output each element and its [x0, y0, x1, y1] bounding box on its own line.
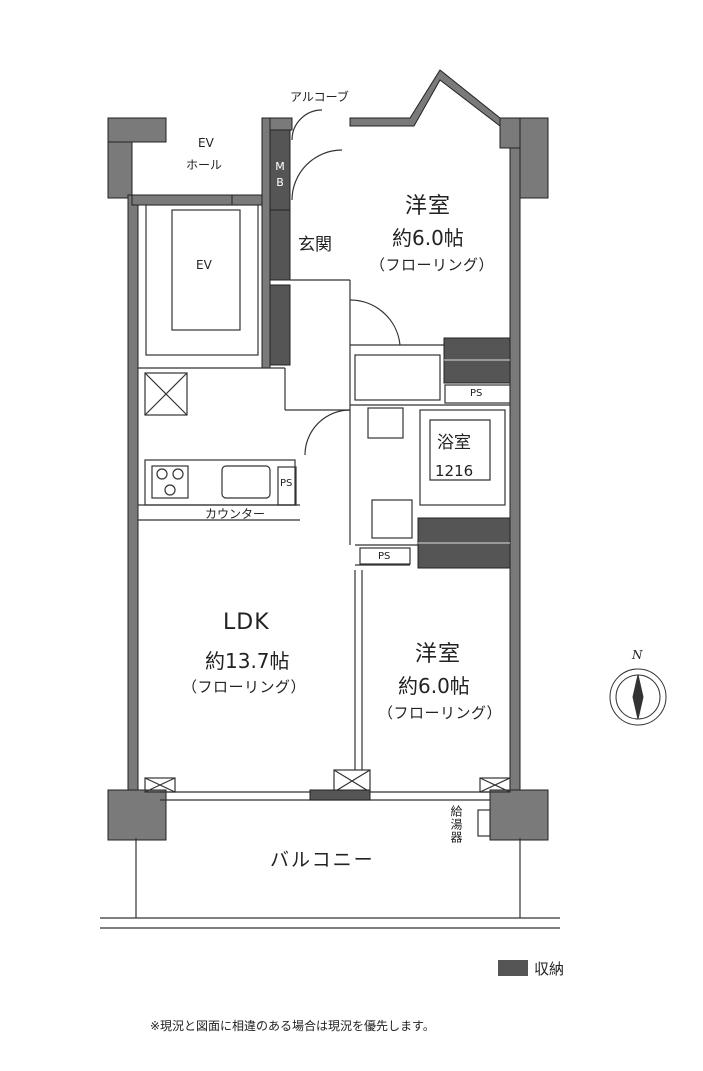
bed1-floor: （フローリング） [370, 256, 495, 274]
ps-label-1: PS [470, 388, 483, 399]
ldk-floor: （フローリング） [182, 678, 307, 696]
footnote: ※現況と図面に相違のある場合は現況を優先します。 [150, 1019, 435, 1033]
ps-label-2: PS [378, 551, 391, 562]
bath-name: 浴室 [437, 433, 471, 453]
label-ev: EV [196, 258, 212, 272]
bed2-name: 洋室 [415, 642, 462, 667]
legend-swatch [498, 960, 528, 976]
label-mb-b: B [276, 176, 284, 189]
legend-storage-label: 収納 [534, 960, 565, 978]
label-alcove: アルコーブ [290, 90, 349, 104]
label-balcony: バルコニー [270, 849, 375, 871]
compass-n: N [632, 648, 643, 662]
bed2-floor: （フローリング） [378, 704, 503, 722]
label-mb-m: M [275, 160, 285, 173]
label-ev-hall-2: ホール [186, 158, 223, 172]
bed1-name: 洋室 [405, 194, 452, 219]
label-ev-hall-1: EV [198, 136, 214, 150]
wall-left [127, 194, 139, 796]
bed1-area: 約6.0帖 [392, 226, 464, 250]
ev-shaft [145, 204, 259, 356]
ldk-name: LDK [223, 610, 270, 635]
label-water-heater: 給湯器 [449, 805, 463, 844]
bed2-area: 約6.0帖 [398, 674, 470, 698]
ps-label-3: PS [280, 478, 293, 489]
label-genkan: 玄関 [298, 235, 332, 255]
compass-icon [609, 668, 667, 726]
wall-right [509, 139, 521, 796]
ldk-area: 約13.7帖 [205, 649, 290, 673]
label-counter: カウンター [205, 507, 266, 521]
bath-size: 1216 [435, 462, 474, 480]
